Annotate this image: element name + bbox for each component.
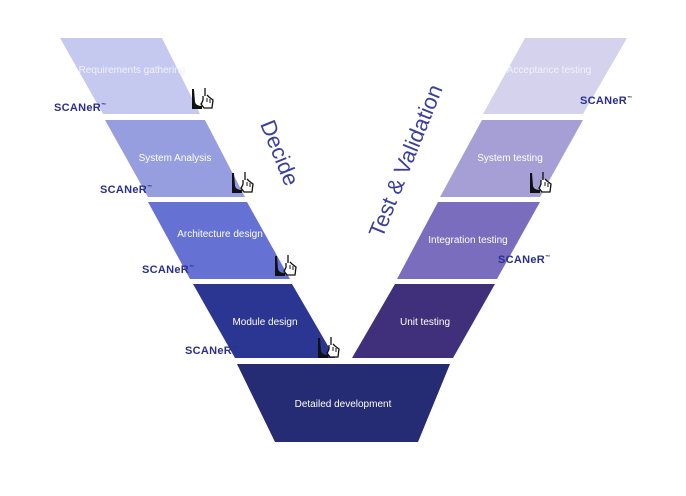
step-architecture	[148, 202, 290, 279]
seat-hand-icon	[230, 170, 256, 196]
step-system-testing	[440, 120, 583, 197]
step-detailed-development	[237, 364, 450, 442]
step-unit-testing	[352, 284, 495, 358]
seat-hand-icon	[273, 253, 299, 279]
scaner-logo: SCANeR™	[498, 254, 551, 266]
scaner-logo: SCANeR™	[54, 102, 107, 114]
label-system-analysis: System Analysis	[138, 153, 212, 164]
scaner-logo: SCANeR™	[100, 184, 153, 196]
label-architecture: Architecture design	[177, 229, 263, 240]
label-system-testing: System testing	[477, 153, 543, 164]
label-module-design: Module design	[232, 317, 298, 328]
label-acceptance: Acceptance testing	[506, 65, 592, 76]
label-integration: Integration testing	[428, 235, 508, 246]
seat-hand-icon	[316, 335, 342, 361]
label-detailed-development: Detailed development	[294, 399, 392, 410]
scaner-logo: SCANeR™	[580, 95, 633, 107]
step-integration	[397, 202, 540, 279]
scaner-logo: SCANeR™	[142, 264, 195, 276]
scaner-logo: SCANeR™	[185, 345, 238, 357]
label-requirements: Requirements gathering	[78, 65, 186, 76]
step-system-analysis	[105, 120, 245, 197]
step-requirements	[60, 38, 200, 114]
seat-hand-icon	[190, 86, 216, 112]
step-acceptance	[483, 38, 627, 114]
seat-hand-icon	[528, 170, 554, 196]
label-unit-testing: Unit testing	[399, 317, 451, 328]
step-module-design	[193, 284, 335, 358]
